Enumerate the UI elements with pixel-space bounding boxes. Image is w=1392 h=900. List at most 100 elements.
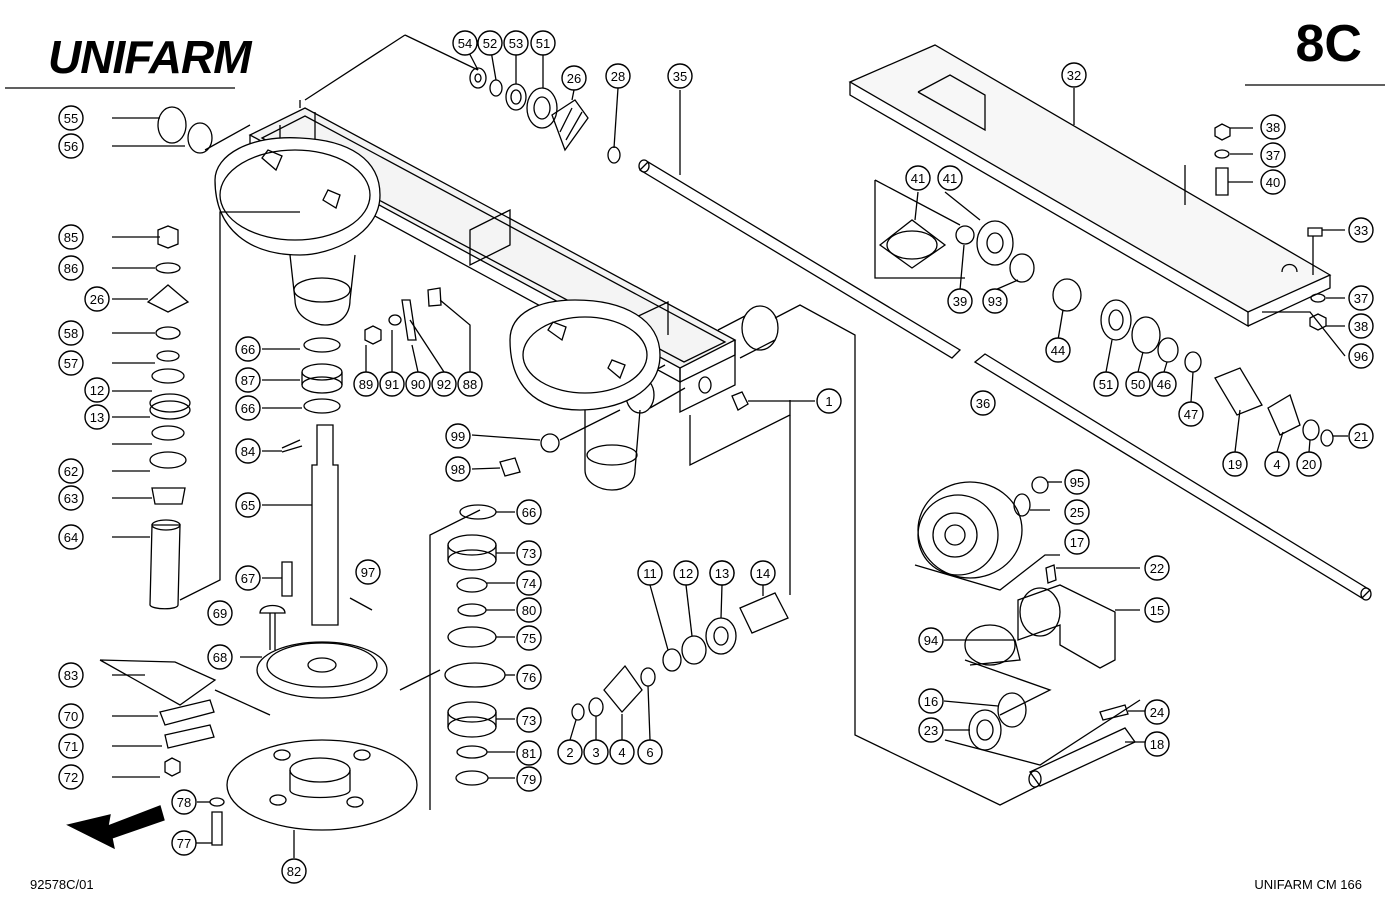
callout-bubble xyxy=(58,485,84,511)
callout-38: 38 xyxy=(1348,313,1374,339)
callout-4: 4 xyxy=(609,739,635,765)
callout-13: 13 xyxy=(709,560,735,586)
callout-26: 26 xyxy=(561,65,587,91)
callout-label: 64 xyxy=(64,530,78,545)
callout-label: 76 xyxy=(522,670,536,685)
callout-51: 51 xyxy=(1093,371,1119,397)
callout-label: 41 xyxy=(911,171,925,186)
callout-65: 65 xyxy=(235,492,261,518)
callout-bubble xyxy=(235,336,261,362)
callout-bubble xyxy=(379,371,405,397)
callout-bubble xyxy=(207,644,233,670)
callout-57: 57 xyxy=(58,350,84,376)
callout-label: 55 xyxy=(64,111,78,126)
callout-bubble xyxy=(516,570,542,596)
callout-99: 99 xyxy=(445,423,471,449)
callout-label: 36 xyxy=(976,396,990,411)
callout-63: 63 xyxy=(58,485,84,511)
callout-label: 1 xyxy=(825,394,832,409)
callout-62: 62 xyxy=(58,458,84,484)
callout-44: 44 xyxy=(1045,337,1071,363)
callout-bubble xyxy=(1348,313,1374,339)
callout-label: 41 xyxy=(943,171,957,186)
callout-bubble xyxy=(918,688,944,714)
callout-label: 88 xyxy=(463,377,477,392)
callout-52: 52 xyxy=(477,30,503,56)
callout-bubble xyxy=(503,30,529,56)
callout-label: 78 xyxy=(177,795,191,810)
callout-bubble xyxy=(1348,217,1374,243)
callout-label: 26 xyxy=(90,292,104,307)
callout-76: 76 xyxy=(516,664,542,690)
callout-bubble xyxy=(1144,699,1170,725)
callout-bubble xyxy=(1093,371,1119,397)
callout-label: 81 xyxy=(522,746,536,761)
callout-label: 72 xyxy=(64,770,78,785)
callout-bubble xyxy=(58,224,84,250)
document-number: 92578C/01 xyxy=(30,877,94,892)
callout-label: 98 xyxy=(451,462,465,477)
callout-label: 23 xyxy=(924,723,938,738)
callout-bubble xyxy=(1151,371,1177,397)
callout-bubble xyxy=(709,560,735,586)
callout-bubble xyxy=(235,565,261,591)
callout-bubble xyxy=(431,371,457,397)
callout-label: 15 xyxy=(1150,603,1164,618)
callout-69: 69 xyxy=(207,600,233,626)
callout-bubble xyxy=(918,717,944,743)
callout-bubble xyxy=(235,438,261,464)
callout-87: 87 xyxy=(235,367,261,393)
callout-bubble xyxy=(84,404,110,430)
callout-94: 94 xyxy=(918,627,944,653)
callout-71: 71 xyxy=(58,733,84,759)
callout-38: 38 xyxy=(1260,114,1286,140)
callout-label: 75 xyxy=(522,631,536,646)
callout-label: 12 xyxy=(679,566,693,581)
callout-bubble xyxy=(637,739,663,765)
callout-bubble xyxy=(84,286,110,312)
callout-label: 3 xyxy=(592,745,599,760)
callout-12: 12 xyxy=(673,560,699,586)
callout-56: 56 xyxy=(58,133,84,159)
callout-92: 92 xyxy=(431,371,457,397)
callout-layer: 1234461112121213131415161718192021222324… xyxy=(58,30,1374,884)
callout-bubble xyxy=(235,395,261,421)
callout-bubble xyxy=(1222,451,1248,477)
callout-label: 40 xyxy=(1266,175,1280,190)
callout-25: 25 xyxy=(1064,499,1090,525)
callout-bubble xyxy=(516,597,542,623)
callout-label: 66 xyxy=(241,401,255,416)
callout-label: 2 xyxy=(566,745,573,760)
callout-85: 85 xyxy=(58,224,84,250)
callout-37: 37 xyxy=(1260,142,1286,168)
callout-bubble xyxy=(1348,423,1374,449)
callout-label: 97 xyxy=(361,565,375,580)
callout-bubble xyxy=(516,766,542,792)
callout-20: 20 xyxy=(1296,451,1322,477)
callout-bubble xyxy=(58,733,84,759)
model-name: UNIFARM CM 166 xyxy=(1254,877,1362,892)
callout-40: 40 xyxy=(1260,169,1286,195)
callout-label: 33 xyxy=(1354,223,1368,238)
callout-73: 73 xyxy=(516,540,542,566)
callout-79: 79 xyxy=(516,766,542,792)
callout-label: 25 xyxy=(1070,505,1084,520)
callout-label: 66 xyxy=(522,505,536,520)
callout-bubble xyxy=(235,492,261,518)
callout-bubble xyxy=(452,30,478,56)
callout-81: 81 xyxy=(516,740,542,766)
callout-bubble xyxy=(982,288,1008,314)
callout-label: 92 xyxy=(437,377,451,392)
callout-88: 88 xyxy=(457,371,483,397)
callout-bubble xyxy=(1144,555,1170,581)
callout-label: 47 xyxy=(1184,407,1198,422)
callout-label: 95 xyxy=(1070,475,1084,490)
callout-bubble xyxy=(561,65,587,91)
callout-label: 12 xyxy=(90,383,104,398)
callout-label: 73 xyxy=(522,546,536,561)
callout-bubble xyxy=(1144,597,1170,623)
callout-66: 66 xyxy=(516,499,542,525)
callout-label: 85 xyxy=(64,230,78,245)
